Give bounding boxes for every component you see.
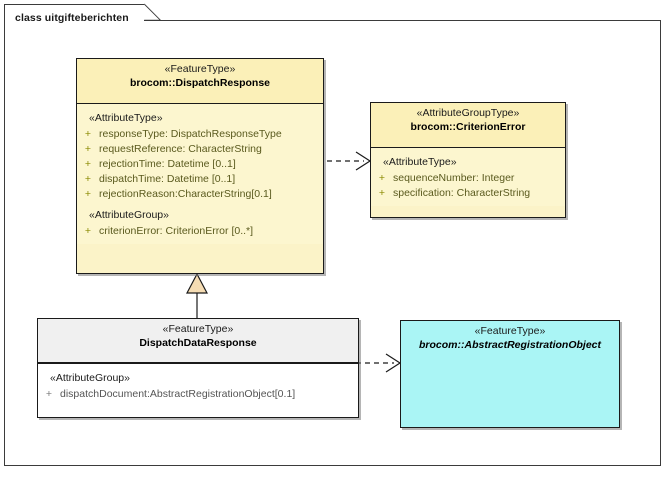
- class-dispatch-response[interactable]: «FeatureType» brocom::DispatchResponse «…: [76, 58, 324, 274]
- attribute-visibility: +: [84, 173, 92, 185]
- connector-generalization-dispatchdataresponse-to-dispatchresponse: [186, 272, 208, 318]
- class-criterion-error-header: «AttributeGroupType» brocom::CriterionEr…: [371, 103, 565, 148]
- attribute-row: + criterionError: CriterionError [0..*]: [77, 224, 323, 239]
- attribute-row: + specification: CharacterString: [371, 186, 565, 201]
- attribute-visibility: +: [378, 187, 386, 199]
- class-dispatch-response-body: «AttributeType» + responseType: Dispatch…: [77, 104, 323, 244]
- attribute-row: + requestReference: CharacterString: [77, 142, 323, 157]
- class-abstract-registration-object-header: «FeatureType» brocom::AbstractRegistrati…: [401, 321, 619, 357]
- class-criterion-error-body: «AttributeType» + sequenceNumber: Intege…: [371, 148, 565, 206]
- class-dispatch-response-stereotype: «FeatureType»: [164, 63, 236, 75]
- compartment-label-attributetype: «AttributeType»: [89, 112, 163, 124]
- attribute-visibility: +: [84, 188, 92, 200]
- attribute-text: responseType: DispatchResponseType: [99, 128, 282, 140]
- attribute-text: requestReference: CharacterString: [99, 143, 262, 155]
- attribute-row: + dispatchDocument:AbstractRegistrationO…: [38, 387, 358, 402]
- attribute-visibility: +: [84, 158, 92, 170]
- attribute-row: + sequenceNumber: Integer: [371, 171, 565, 186]
- class-abstract-registration-object-name: brocom::AbstractRegistrationObject: [418, 339, 602, 351]
- attribute-row: + dispatchTime: Datetime [0..1]: [77, 172, 323, 187]
- class-criterion-error-name: brocom::CriterionError: [410, 121, 526, 133]
- class-dispatch-data-response-name: DispatchDataResponse: [139, 337, 257, 349]
- attribute-visibility: +: [378, 172, 386, 184]
- class-criterion-error[interactable]: «AttributeGroupType» brocom::CriterionEr…: [370, 102, 566, 218]
- attribute-visibility: +: [84, 225, 92, 237]
- class-dispatch-response-name: brocom::DispatchResponse: [129, 77, 271, 89]
- attribute-text: dispatchDocument:AbstractRegistrationObj…: [60, 388, 296, 400]
- class-dispatch-data-response-body: «AttributeGroup» + dispatchDocument:Abst…: [38, 364, 358, 407]
- compartment-label-attributegroup: «AttributeGroup»: [89, 209, 169, 221]
- class-abstract-registration-object[interactable]: «FeatureType» brocom::AbstractRegistrati…: [400, 320, 620, 428]
- attribute-row: + rejectionReason:CharacterString[0.1]: [77, 187, 323, 202]
- class-abstract-registration-object-body: [401, 357, 619, 367]
- attribute-visibility: +: [84, 128, 92, 140]
- diagram-frame-tab: class uitgifteberichten: [4, 4, 144, 24]
- compartment-label-attributegroup: «AttributeGroup»: [50, 372, 130, 384]
- attribute-row: + rejectionTime: Datetime [0..1]: [77, 157, 323, 172]
- diagram-title: class uitgifteberichten: [15, 12, 129, 24]
- attribute-text: dispatchTime: Datetime [0..1]: [99, 173, 236, 185]
- compartment-label-attributetype: «AttributeType»: [383, 156, 457, 168]
- attribute-text: sequenceNumber: Integer: [393, 172, 515, 184]
- attribute-text: rejectionTime: Datetime [0..1]: [99, 158, 236, 170]
- attribute-text: specification: CharacterString: [393, 187, 531, 199]
- class-abstract-registration-object-stereotype: «FeatureType»: [474, 325, 546, 337]
- frame-tab-slant-icon: [143, 3, 162, 21]
- diagram-frame: [4, 20, 661, 466]
- class-criterion-error-stereotype: «AttributeGroupType»: [416, 107, 520, 119]
- connector-dispatchresponse-to-criterionerror: [318, 151, 372, 171]
- class-dispatch-data-response-stereotype: «FeatureType»: [162, 323, 234, 335]
- attribute-text: criterionError: CriterionError [0..*]: [99, 225, 254, 237]
- class-dispatch-data-response-header: «FeatureType» DispatchDataResponse: [38, 319, 358, 364]
- attribute-row: + responseType: DispatchResponseType: [77, 127, 323, 142]
- attribute-visibility: +: [84, 143, 92, 155]
- attribute-visibility: +: [45, 388, 53, 400]
- attribute-text: rejectionReason:CharacterString[0.1]: [99, 188, 272, 200]
- class-dispatch-data-response[interactable]: «FeatureType» DispatchDataResponse «Attr…: [37, 318, 359, 418]
- class-dispatch-response-header: «FeatureType» brocom::DispatchResponse: [77, 59, 323, 104]
